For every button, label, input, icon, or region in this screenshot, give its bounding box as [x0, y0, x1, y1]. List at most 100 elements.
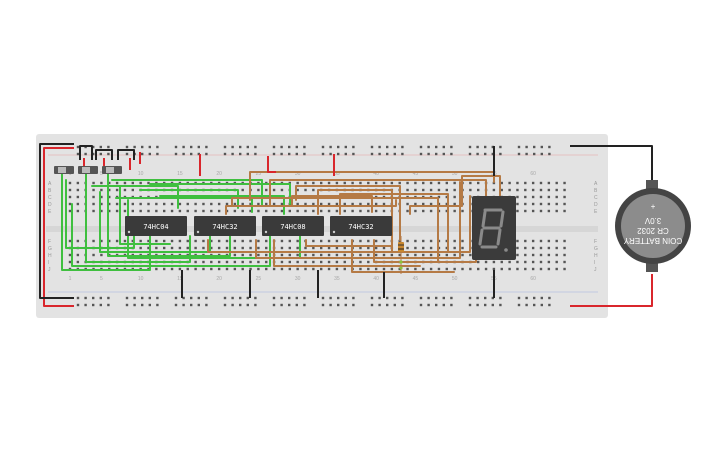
breadboard-hole[interactable]	[241, 188, 244, 192]
breadboard-hole[interactable]	[453, 253, 456, 257]
breadboard-hole[interactable]	[205, 152, 208, 156]
breadboard-hole[interactable]	[320, 260, 323, 264]
breadboard-hole[interactable]	[225, 202, 229, 206]
breadboard-hole[interactable]	[352, 152, 355, 156]
breadboard-hole[interactable]	[254, 296, 257, 300]
breadboard-hole[interactable]	[131, 181, 134, 185]
breadboard-hole[interactable]	[223, 296, 227, 300]
breadboard-hole[interactable]	[205, 145, 208, 149]
breadboard-hole[interactable]	[178, 267, 182, 271]
breadboard-hole[interactable]	[304, 202, 307, 206]
breadboard-hole[interactable]	[531, 181, 535, 185]
breadboard-hole[interactable]	[500, 267, 503, 271]
breadboard-hole[interactable]	[76, 152, 80, 156]
breadboard-hole[interactable]	[249, 267, 252, 271]
breadboard-hole[interactable]	[370, 303, 374, 307]
breadboard-hole[interactable]	[304, 246, 307, 250]
breadboard-hole[interactable]	[359, 267, 362, 271]
breadboard-hole[interactable]	[343, 267, 346, 271]
breadboard-hole[interactable]	[217, 202, 221, 206]
breadboard-hole[interactable]	[429, 202, 433, 206]
breadboard-hole[interactable]	[563, 246, 566, 250]
breadboard-hole[interactable]	[468, 152, 472, 156]
breadboard-hole[interactable]	[295, 145, 298, 149]
breadboard-hole[interactable]	[156, 296, 159, 300]
breadboard-hole[interactable]	[249, 260, 252, 264]
breadboard-hole[interactable]	[147, 202, 150, 206]
breadboard-hole[interactable]	[374, 181, 378, 185]
breadboard-hole[interactable]	[370, 152, 374, 156]
breadboard-hole[interactable]	[453, 202, 456, 206]
breadboard-hole[interactable]	[68, 209, 72, 213]
breadboard-hole[interactable]	[265, 188, 268, 192]
breadboard-hole[interactable]	[133, 296, 136, 300]
breadboard-hole[interactable]	[303, 145, 306, 149]
breadboard-hole[interactable]	[335, 239, 339, 243]
breadboard-hole[interactable]	[547, 209, 551, 213]
breadboard-hole[interactable]	[186, 209, 189, 213]
breadboard-hole[interactable]	[450, 145, 453, 149]
breadboard-hole[interactable]	[295, 296, 298, 300]
breadboard-hole[interactable]	[296, 253, 299, 257]
breadboard-hole[interactable]	[108, 209, 111, 213]
breadboard-hole[interactable]	[233, 246, 237, 250]
breadboard-hole[interactable]	[303, 152, 306, 156]
black-wires[interactable]	[39, 143, 653, 299]
breadboard-hole[interactable]	[133, 303, 136, 307]
breadboard-hole[interactable]	[107, 303, 110, 307]
breadboard-hole[interactable]	[469, 181, 472, 185]
chip-74hc04[interactable]: 74HC04	[125, 216, 187, 236]
breadboard-hole[interactable]	[476, 303, 479, 307]
breadboard-hole[interactable]	[320, 267, 323, 271]
breadboard-hole[interactable]	[254, 152, 257, 156]
breadboard-hole[interactable]	[210, 209, 213, 213]
breadboard-hole[interactable]	[382, 246, 386, 250]
breadboard-hole[interactable]	[295, 303, 298, 307]
switch-2[interactable]	[78, 166, 98, 174]
breadboard-hole[interactable]	[321, 303, 325, 307]
breadboard-hole[interactable]	[210, 202, 213, 206]
breadboard-hole[interactable]	[304, 188, 307, 192]
breadboard-hole[interactable]	[265, 253, 268, 257]
breadboard-hole[interactable]	[540, 152, 543, 156]
breadboard-hole[interactable]	[367, 239, 370, 243]
breadboard-hole[interactable]	[484, 303, 487, 307]
breadboard-hole[interactable]	[547, 188, 551, 192]
breadboard-hole[interactable]	[148, 296, 151, 300]
breadboard-hole[interactable]	[296, 267, 299, 271]
breadboard-hole[interactable]	[170, 267, 174, 271]
breadboard-hole[interactable]	[406, 209, 409, 213]
breadboard-hole[interactable]	[359, 239, 362, 243]
breadboard-hole[interactable]	[68, 260, 72, 264]
breadboard-hole[interactable]	[500, 260, 503, 264]
breadboard-hole[interactable]	[516, 202, 519, 206]
breadboard-hole[interactable]	[563, 188, 566, 192]
breadboard-hole[interactable]	[197, 296, 200, 300]
breadboard-hole[interactable]	[499, 296, 502, 300]
breadboard-hole[interactable]	[445, 209, 448, 213]
breadboard-hole[interactable]	[401, 296, 404, 300]
breadboard-hole[interactable]	[280, 303, 283, 307]
breadboard-hole[interactable]	[445, 181, 448, 185]
breadboard-hole[interactable]	[280, 267, 284, 271]
breadboard-hole[interactable]	[210, 267, 213, 271]
breadboard-hole[interactable]	[194, 209, 197, 213]
breadboard-hole[interactable]	[288, 145, 291, 149]
breadboard-hole[interactable]	[524, 260, 527, 264]
breadboard-hole[interactable]	[461, 239, 464, 243]
breadboard-hole[interactable]	[378, 145, 381, 149]
breadboard-hole[interactable]	[131, 188, 134, 192]
breadboard-hole[interactable]	[125, 145, 129, 149]
breadboard-hole[interactable]	[320, 246, 323, 250]
breadboard-hole[interactable]	[327, 253, 331, 257]
breadboard-hole[interactable]	[555, 202, 558, 206]
breadboard-hole[interactable]	[343, 202, 346, 206]
breadboard-hole[interactable]	[499, 303, 502, 307]
breadboard-hole[interactable]	[344, 145, 347, 149]
breadboard-hole[interactable]	[351, 181, 354, 185]
breadboard-hole[interactable]	[170, 202, 174, 206]
breadboard-hole[interactable]	[163, 246, 166, 250]
breadboard-hole[interactable]	[321, 296, 325, 300]
breadboard-hole[interactable]	[303, 303, 306, 307]
breadboard-hole[interactable]	[393, 296, 396, 300]
